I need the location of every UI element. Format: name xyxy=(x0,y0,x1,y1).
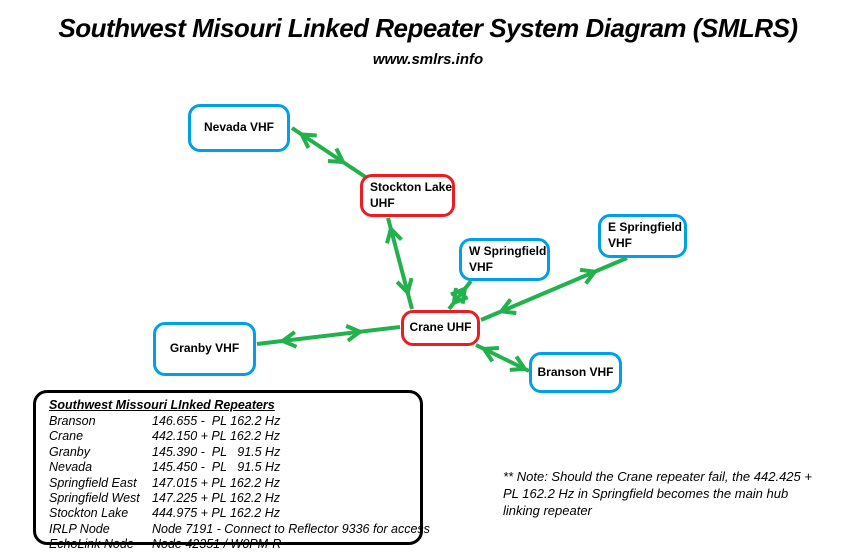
page-subtitle: www.smlrs.info xyxy=(372,51,484,68)
legend-repeater-frequency: 145.390 - PL 91.5 Hz xyxy=(152,444,281,459)
legend-repeater-frequency: 442.150 + PL 162.2 Hz xyxy=(152,429,280,444)
legend-repeater-frequency: Node 42351 / W0PM-R xyxy=(152,537,282,552)
link-crane-e-springfield-arrowhead-back xyxy=(497,298,517,316)
legend-repeater-name: IRLP Node xyxy=(49,521,110,536)
legend-repeater-name: Nevada xyxy=(49,460,93,475)
link-stockton-lake-crane-arrowhead-forward xyxy=(395,277,414,297)
link-granby-crane-arrowhead-forward xyxy=(345,324,364,343)
legend-repeater-name: EchoLink Node xyxy=(49,537,134,552)
legend-rows: Branson 146.655 - PL 162.2 Hz Crane 442.150… xyxy=(49,414,430,553)
link-crane-e-springfield xyxy=(480,256,628,322)
link-crane-e-springfield-arrowhead-forward xyxy=(579,267,599,285)
node-label: VHF xyxy=(469,259,493,274)
footnote-line: linking repeater xyxy=(503,503,592,518)
legend-row: Crane 442.150 + PL 162.2 Hz xyxy=(49,429,412,444)
link-granby-crane-arrowhead-back xyxy=(278,330,298,349)
node-label: E Springfield xyxy=(608,220,683,235)
legend-row: IRLP Node Node 7191 - Connect to Reflecto… xyxy=(49,521,430,537)
legend-repeater-name: Branson xyxy=(49,414,96,428)
legend-repeater-frequency: 147.015 + PL 162.2 Hz xyxy=(152,475,280,490)
link-crane-w-springfield-arrowhead-forward xyxy=(450,285,468,304)
legend-repeater-frequency: 146.655 - PL 162.2 Hz xyxy=(152,414,281,428)
link-stockton-lake-crane-arrowhead-back xyxy=(385,225,403,244)
link-crane-branson-arrowhead-forward xyxy=(509,355,529,372)
link-granby-crane xyxy=(256,325,401,346)
node-label: Crane UHF xyxy=(409,320,472,335)
footnote-line: PL 162.2 Hz in Springfield becomes the m… xyxy=(503,486,789,501)
node-label: UHF xyxy=(370,195,395,210)
legend-repeater-frequency: 444.975 + PL 162.2 Hz xyxy=(152,506,280,521)
legend-row: Springfield East 147.015 + PL 162.2 Hz xyxy=(49,476,412,491)
legend-repeater-frequency: 145.450 - PL 91.5 Hz xyxy=(152,460,281,475)
legend-row: Springfield West 147.225 + PL 162.2 Hz xyxy=(49,491,412,506)
footnote: ** Note: Should the Crane repeater fail,… xyxy=(503,468,843,519)
legend-row: EchoLink Node Node 42351 / W0PM-R xyxy=(49,537,412,552)
page-title: Southwest Misouri Linked Repeater System… xyxy=(58,13,798,43)
node-label: W Springfield xyxy=(469,243,547,258)
legend-repeater-frequency: 147.225 + PL 162.2 Hz xyxy=(152,491,280,506)
node-label: Granby VHF xyxy=(169,341,240,356)
footnote-line: ** Note: Should the Crane repeater fail,… xyxy=(503,469,812,484)
legend-title: Southwest Missouri LInked Repeaters xyxy=(49,398,275,412)
node-label: Nevada VHF xyxy=(203,120,275,135)
link-crane-branson-arrowhead-back xyxy=(480,345,500,363)
legend-repeater-name: Springfield West xyxy=(49,491,140,506)
legend-repeater-frequency: Node 7191 - Connect to Reflector 9336 fo… xyxy=(152,521,430,536)
node-label: Branson VHF xyxy=(537,364,614,379)
legend-box: Southwest Missouri LInked Repeaters Bran… xyxy=(33,390,430,551)
node-label: VHF xyxy=(608,236,632,250)
link-nevada-stockton-lake-arrowhead-back xyxy=(298,132,317,149)
link-nevada-stockton-lake-arrowhead-forward xyxy=(327,147,347,165)
node-granby: Granby VHF xyxy=(153,322,256,376)
legend-repeater-name: Springfield East xyxy=(49,475,137,490)
node-branson: Branson VHF xyxy=(529,352,622,393)
node-crane: Crane UHF xyxy=(401,310,480,346)
legend-row: Granby 145.390 - PL 91.5 Hz xyxy=(49,445,412,460)
legend-row: Branson 146.655 - PL 162.2 Hz xyxy=(49,414,412,429)
legend-repeater-name: Granby xyxy=(49,444,90,459)
node-nevada: Nevada VHF xyxy=(188,104,290,152)
legend-row: Nevada 145.450 - PL 91.5 Hz xyxy=(49,460,412,475)
legend-row: Stockton Lake 444.975 + PL 162.2 Hz xyxy=(49,506,412,521)
legend-repeater-name: Crane xyxy=(49,429,84,444)
legend-repeater-name: Stockton Lake xyxy=(49,506,129,521)
node-label: Stockton Lake xyxy=(370,179,453,194)
